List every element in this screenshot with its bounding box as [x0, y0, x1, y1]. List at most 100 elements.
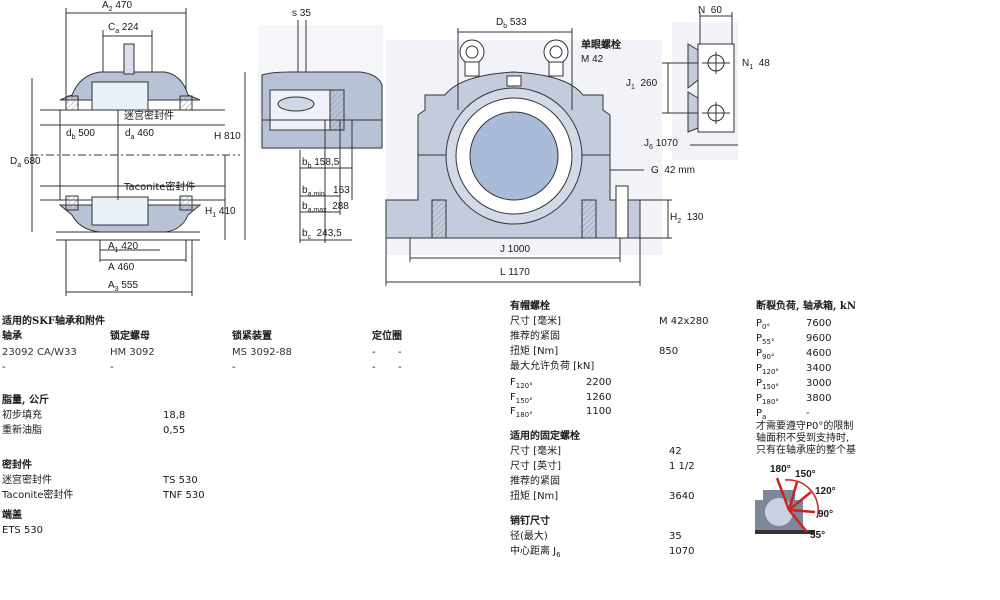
top-detail-view	[662, 12, 738, 160]
load-f180-value: 1100	[586, 406, 612, 417]
load-f150-label: F150°	[510, 392, 533, 405]
bearing-row2-d: -	[372, 362, 376, 373]
dim-h2: H2 130	[670, 212, 704, 225]
breaking-note-1: 才需要遵守P0°的限制	[756, 421, 854, 432]
dim-s: s 35	[292, 8, 311, 19]
p55-label: P55°	[756, 333, 775, 346]
p150-label: P150°	[756, 378, 779, 391]
fixbolts-torque-label: 扭矩 [Nm]	[510, 491, 559, 502]
fixbolts-inch-label: 尺寸 [英寸]	[510, 461, 561, 472]
p0-label: P0°	[756, 318, 770, 331]
dim-l: L 1170	[500, 267, 530, 278]
capbolts-torque-value: 850	[659, 346, 679, 357]
dim-j1: J1 260	[626, 78, 658, 91]
dowel-diameter-label: 径(最大)	[510, 531, 548, 542]
p90-label: P90°	[756, 348, 775, 361]
angle-90: 90°	[818, 509, 834, 520]
fixbolts-torque-header: 推荐的紧固	[510, 476, 560, 487]
dim-a1: A1 420	[108, 241, 139, 254]
angle-180: 180°	[770, 464, 791, 475]
load-f150-value: 1260	[586, 392, 612, 403]
endcap-title: 端盖	[2, 510, 22, 521]
p120-value: 3400	[806, 363, 832, 374]
p180-value: 3800	[806, 393, 832, 404]
locking-designation[interactable]: MS 3092-88	[232, 347, 292, 358]
seal-labyrinth-label: 迷宫密封件	[2, 475, 52, 486]
p90-value: 4600	[806, 348, 832, 359]
dim-db: db 500	[66, 128, 95, 141]
seal-taconite-value[interactable]: TNF 530	[163, 490, 205, 501]
capbolts-torque-label: 扭矩 [Nm]	[510, 346, 559, 357]
locknut-designation[interactable]: HM 3092	[110, 347, 155, 358]
capbolts-size-label: 尺寸 [毫米]	[510, 316, 561, 327]
dim-db-front: Db 533	[496, 17, 527, 30]
dim-a3: A3 555	[108, 280, 139, 293]
eyebolt-size: M 42	[581, 54, 604, 65]
load-f120-label: F120°	[510, 377, 533, 390]
seal-taconite-label: Taconite密封件	[2, 490, 74, 501]
bearing-row2-a: -	[2, 362, 6, 373]
eyebolt-label: 单眼螺栓	[581, 40, 621, 51]
grease-initial-value: 18,8	[163, 410, 186, 421]
breaking-title: 断裂负荷, 轴承箱, kN	[756, 301, 856, 312]
front-view	[385, 28, 672, 286]
endcap-value[interactable]: ETS 530	[2, 525, 44, 536]
ring-value-b: -	[398, 347, 402, 358]
dim-da: da 460	[125, 128, 154, 141]
fixbolts-mm-value: 42	[669, 446, 682, 457]
bearing-row2-c: -	[232, 362, 236, 373]
dim-j6: J6 1070	[644, 138, 678, 151]
bearings-header-bearing: 轴承	[2, 331, 22, 342]
dim-h: H 810	[214, 131, 241, 142]
bearings-title: 适用的SKF轴承和附件	[2, 316, 106, 327]
load-direction-diagram	[755, 477, 819, 534]
angle-55: 55°	[810, 530, 826, 541]
dowel-title: 销钉尺寸	[510, 516, 550, 527]
load-f180-label: F180°	[510, 406, 533, 419]
grease-relube-label: 重新油脂	[2, 425, 42, 436]
dim-j: J 1000	[500, 244, 531, 255]
dim-ba-min: ba,min 163	[302, 185, 350, 198]
pa-label: Pa	[756, 408, 767, 421]
seal-label-taconite: Taconite密封件	[124, 182, 196, 193]
dowel-distance-value: 1070	[669, 546, 695, 557]
grease-title: 脂量, 公斤	[2, 395, 49, 406]
bearings-header-locking: 锁紧装置	[232, 331, 272, 342]
load-f120-value: 2200	[586, 377, 612, 388]
capbolts-torque-header: 推荐的紧固	[510, 331, 560, 342]
dim-n: N 60	[698, 5, 722, 16]
bearings-header-locknut: 锁定螺母	[110, 331, 150, 342]
section-view	[30, 8, 246, 296]
dim-ba-max: ba,max 288	[302, 201, 349, 214]
technical-drawing	[30, 8, 738, 296]
capbolts-load-label: 最大允许负荷 [kN]	[510, 361, 595, 372]
bearing-designation[interactable]: 23092 CA/W33	[2, 347, 77, 358]
p0-value: 7600	[806, 318, 832, 329]
dim-bb: bb 158,5	[302, 157, 340, 170]
seal-labyrinth-value[interactable]: TS 530	[163, 475, 198, 486]
p120-label: P120°	[756, 363, 779, 376]
dim-n1: N1 48	[742, 58, 770, 71]
p55-value: 9600	[806, 333, 832, 344]
grease-initial-label: 初步填充	[2, 410, 42, 421]
capbolts-title: 有帽螺栓	[510, 301, 550, 312]
p150-value: 3000	[806, 378, 832, 389]
dim-a: A 460	[108, 262, 135, 273]
dim-bc: bc 243,5	[302, 228, 342, 241]
dim-g: G 42 mm	[651, 165, 695, 176]
dowel-distance-label: 中心距离 J6	[510, 546, 561, 559]
seals-title: 密封件	[2, 460, 32, 471]
ring-value-a: -	[372, 347, 376, 358]
bearing-row2-b: -	[110, 362, 114, 373]
angle-150: 150°	[795, 469, 816, 480]
dowel-diameter-value: 35	[669, 531, 682, 542]
angle-120: 120°	[815, 486, 836, 497]
breaking-note-3: 只有在轴承座的整个基	[756, 445, 856, 456]
dim-a2: A2 470	[102, 0, 133, 13]
dim-da-outer: Da 680	[10, 156, 41, 169]
grease-relube-value: 0,55	[163, 425, 186, 436]
dim-h1: H1 410	[205, 206, 236, 219]
breaking-note-2: 轴面积不受到支持时,	[756, 433, 850, 444]
fixbolts-inch-value: 1 1/2	[669, 461, 695, 472]
seal-label-labyrinth: 迷宫密封件	[124, 111, 174, 122]
